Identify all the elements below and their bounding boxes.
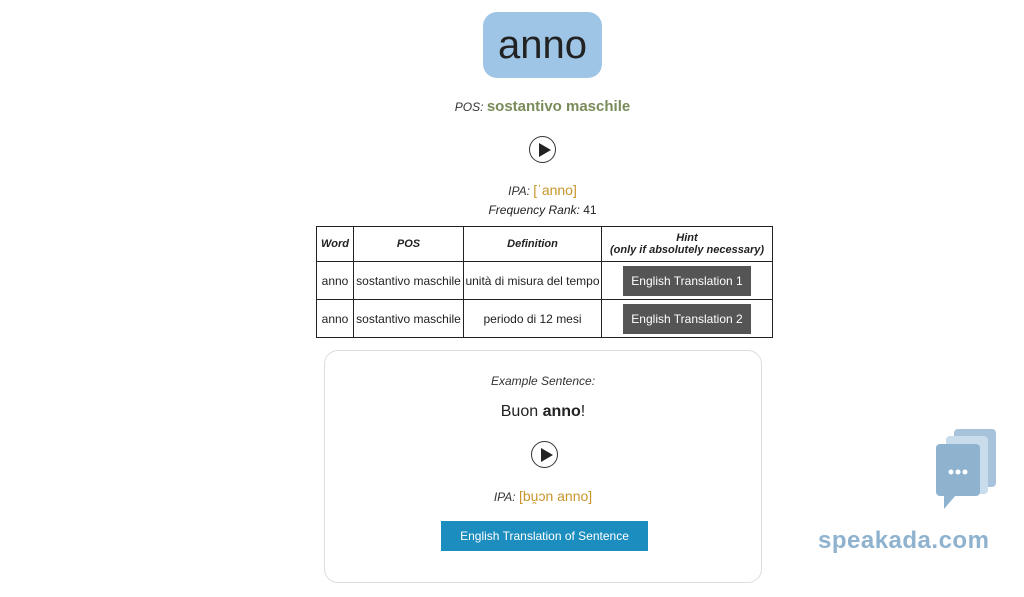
table-row: anno sostantivo maschile unità di misura… xyxy=(316,261,773,300)
sentence-suffix: ! xyxy=(580,403,586,420)
header-word: Word xyxy=(316,226,354,262)
brand-logo-text: speakada.com xyxy=(818,527,990,554)
example-sentence-card: Example Sentence: Buon anno! IPA: [bu̯ɔn… xyxy=(324,350,762,583)
cell-hint: English Translation 1 xyxy=(601,261,773,300)
cell-pos: sostantivo maschile xyxy=(353,299,464,338)
table-header-row: Word POS Definition Hint (only if absolu… xyxy=(316,226,773,262)
headword: anno xyxy=(498,22,587,67)
example-label: Example Sentence: xyxy=(490,374,596,388)
frequency-value: 41 xyxy=(583,203,597,217)
cell-word: anno xyxy=(316,261,354,300)
header-pos: POS xyxy=(353,226,464,262)
cell-definition: unità di misura del tempo xyxy=(463,261,602,300)
sentence-highlight: anno xyxy=(542,403,581,420)
word-badge: anno xyxy=(483,12,602,78)
frequency-label: Frequency Rank: xyxy=(488,203,580,217)
sentence-ipa-label: IPA: xyxy=(493,490,516,504)
cell-word: anno xyxy=(316,299,354,338)
sentence-prefix: Buon xyxy=(500,403,543,420)
header-hint: Hint (only if absolutely necessary) xyxy=(601,226,773,262)
play-sentence-audio-icon[interactable] xyxy=(531,441,558,468)
header-definition: Definition xyxy=(463,226,602,262)
cell-pos: sostantivo maschile xyxy=(353,261,464,300)
pos-line: POS: sostantivo maschile xyxy=(0,98,1024,115)
chat-bubbles-icon xyxy=(936,429,996,509)
definitions-table: Word POS Definition Hint (only if absolu… xyxy=(316,226,773,338)
sentence-ipa-line: IPA: [bu̯ɔn anno] xyxy=(325,488,761,504)
header-hint-title: Hint xyxy=(676,232,698,244)
frequency-line: Frequency Rank: 41 xyxy=(0,203,1024,217)
ipa-label: IPA: xyxy=(508,184,530,198)
cell-hint: English Translation 2 xyxy=(601,299,773,338)
english-translation-2-button[interactable]: English Translation 2 xyxy=(623,303,751,334)
pos-label: POS: xyxy=(454,100,484,114)
english-translation-1-button[interactable]: English Translation 1 xyxy=(623,265,751,296)
ipa-line: IPA: [ˈanno] xyxy=(0,182,1024,198)
cell-definition: periodo di 12 mesi xyxy=(463,299,602,338)
table-row: anno sostantivo maschile periodo di 12 m… xyxy=(316,299,773,338)
example-sentence: Buon anno! xyxy=(325,403,761,421)
header-hint-note: (only if absolutely necessary) xyxy=(609,244,765,256)
play-word-audio-icon[interactable] xyxy=(529,136,556,163)
pos-value: sostantivo maschile xyxy=(486,98,631,115)
ipa-value: [ˈanno] xyxy=(533,182,577,198)
sentence-ipa-value: [bu̯ɔn anno] xyxy=(518,488,593,504)
sentence-translation-button[interactable]: English Translation of Sentence xyxy=(441,521,648,551)
